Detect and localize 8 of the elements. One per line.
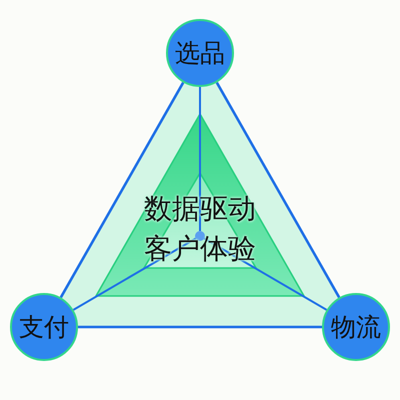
- node-label: 支付: [19, 314, 69, 340]
- large-triangle: [95, 113, 305, 297]
- node-label: 选品: [175, 40, 225, 66]
- connector-line: [216, 82, 340, 298]
- connector-line: [199, 87, 201, 231]
- node-label: 物流: [331, 314, 381, 340]
- connector-line: [78, 326, 322, 328]
- connector-line: [60, 82, 184, 298]
